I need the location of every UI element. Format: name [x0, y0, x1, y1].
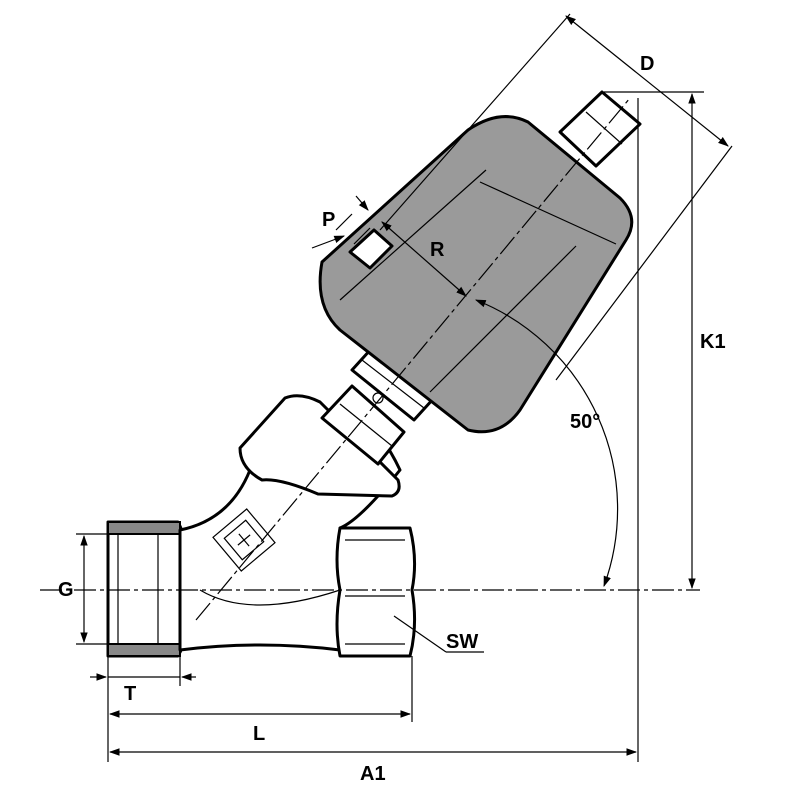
dimension-L: [108, 656, 413, 722]
stem-pin: [372, 392, 384, 404]
label-A1: A1: [360, 763, 386, 785]
stem-centerline: [195, 97, 631, 621]
inlet-port: [106, 520, 186, 658]
label-angle: 50°: [570, 411, 600, 433]
dimension-K1: [604, 91, 704, 590]
dimension-A1: [107, 98, 639, 762]
label-K1: K1: [700, 331, 726, 353]
dimension-G: [76, 533, 108, 645]
dimension-P: [311, 195, 371, 249]
dimension-angle: [474, 299, 619, 588]
inlet-thread-bottom: [107, 643, 181, 657]
valve-body: [106, 394, 417, 658]
inlet-thread-top: [107, 521, 181, 535]
bonnet: [238, 394, 401, 498]
outlet-port: [335, 526, 417, 658]
dimension-R: [381, 221, 467, 297]
stem-nut: [320, 346, 436, 466]
label-R: R: [430, 239, 445, 261]
label-G: G: [58, 579, 74, 601]
actuator-stem-top: [558, 90, 642, 168]
label-SW: SW: [446, 631, 478, 653]
label-T: T: [124, 683, 136, 705]
label-D: D: [640, 53, 654, 75]
label-P: P: [322, 209, 335, 231]
label-L: L: [253, 723, 265, 745]
dimension-SW: [393, 615, 484, 653]
dimension-T: [90, 656, 196, 686]
